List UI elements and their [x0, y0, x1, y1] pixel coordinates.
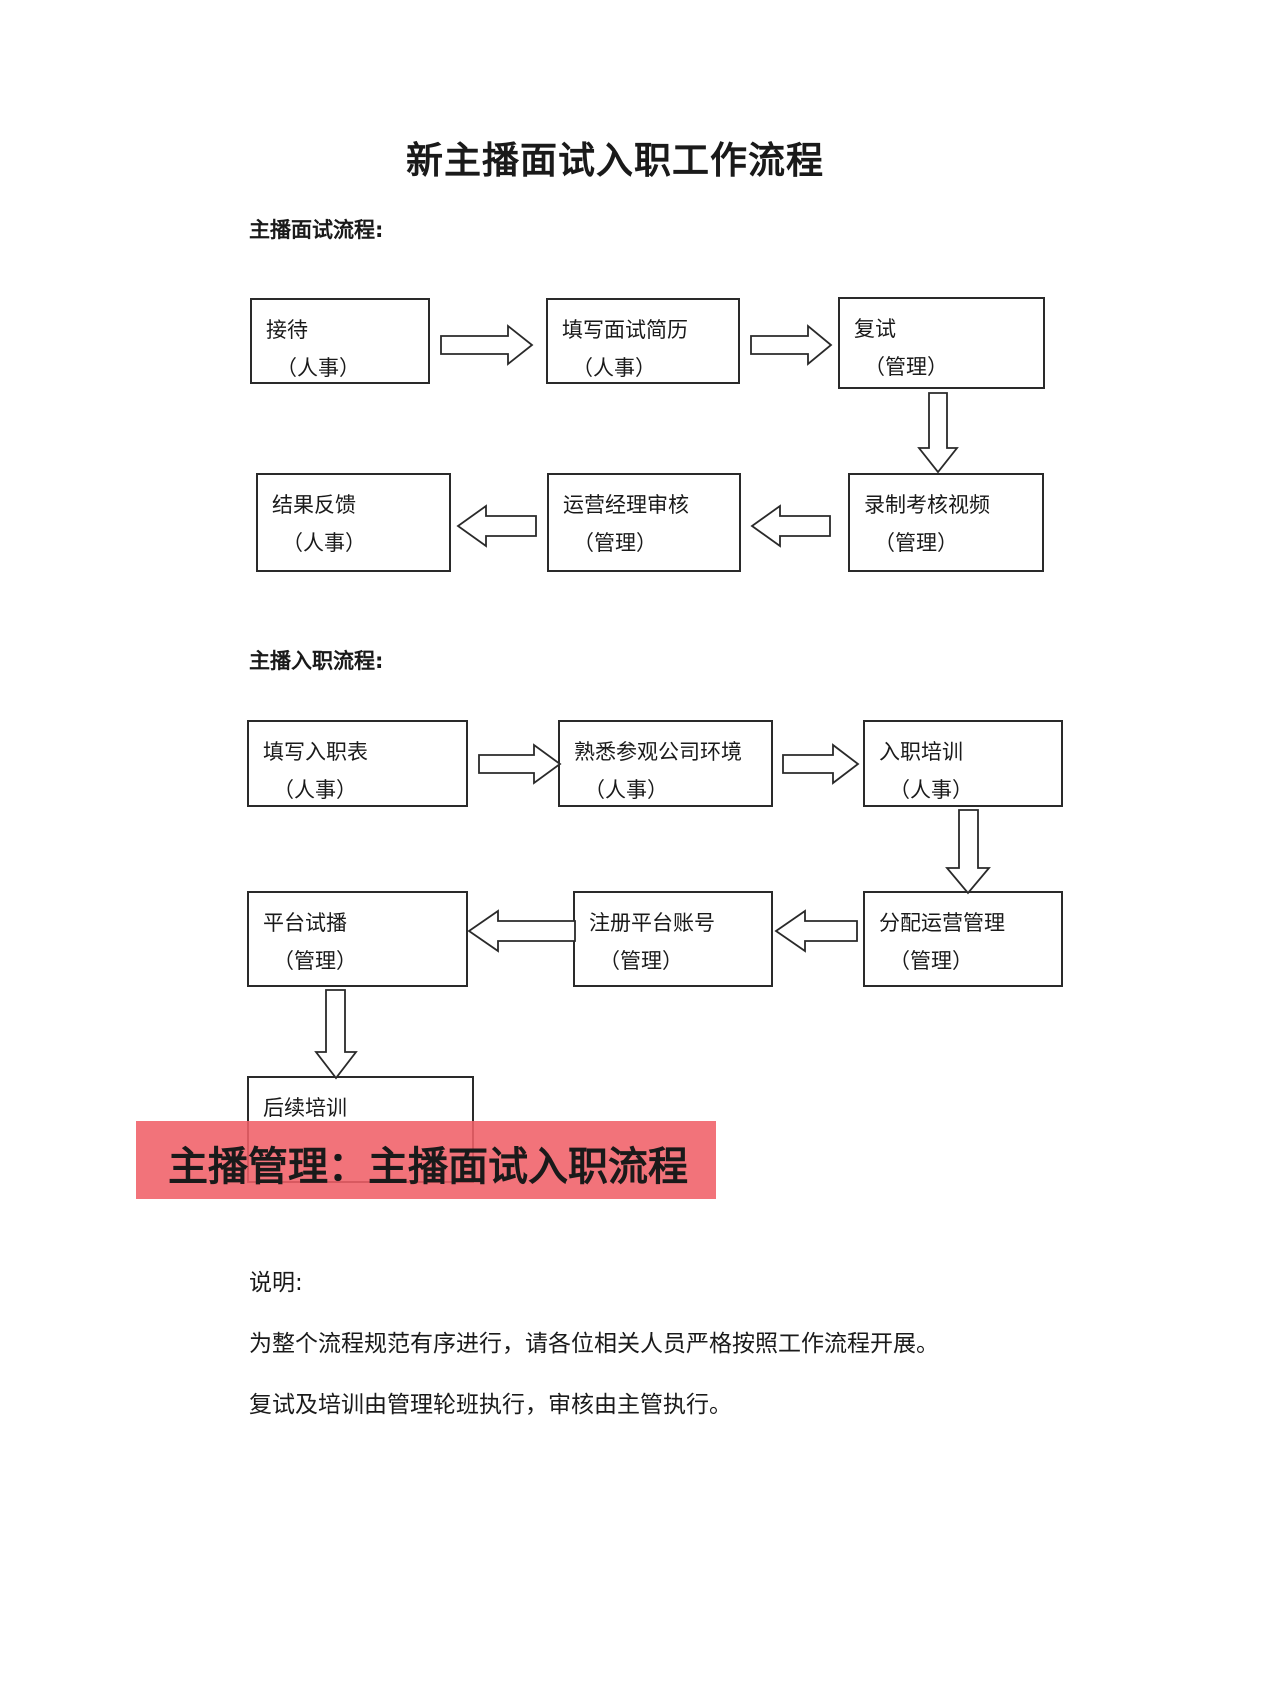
- notes-line: 复试及培训由管理轮班执行，审核由主管执行。: [249, 1392, 732, 1418]
- arrow-down-icon: [314, 989, 358, 1080]
- step-label: 录制考核视频: [864, 493, 990, 517]
- step-role: （人事）: [572, 356, 656, 380]
- onboarding-step-register-account: 注册平台账号 （管理）: [573, 891, 773, 987]
- step-label: 分配运营管理: [879, 911, 1005, 935]
- step-role: （人事）: [273, 778, 357, 802]
- arrow-left-icon: [774, 909, 858, 953]
- step-role: （人事）: [584, 778, 668, 802]
- step-label: 平台试播: [263, 911, 347, 935]
- arrow-left-icon: [456, 504, 537, 548]
- onboarding-step-assign-ops: 分配运营管理 （管理）: [863, 891, 1063, 987]
- notes-label: 说明:: [249, 1270, 303, 1296]
- interview-step-manager-review: 运营经理审核 （管理）: [547, 473, 741, 572]
- onboarding-section-heading: 主播入职流程:: [249, 649, 384, 673]
- step-label: 后续培训: [263, 1096, 347, 1120]
- step-role: （人事）: [282, 531, 366, 555]
- arrow-down-icon: [917, 392, 959, 474]
- interview-step-record-video: 录制考核视频 （管理）: [848, 473, 1044, 572]
- step-label: 填写面试简历: [562, 318, 688, 342]
- step-role: （管理）: [874, 531, 958, 555]
- step-label: 复试: [854, 317, 896, 341]
- arrow-left-icon: [750, 504, 831, 548]
- step-label: 注册平台账号: [589, 911, 715, 935]
- step-label: 结果反馈: [272, 493, 356, 517]
- interview-step-reception: 接待 （人事）: [250, 298, 430, 384]
- step-role: （人事）: [276, 356, 360, 380]
- step-label: 填写入职表: [263, 740, 368, 764]
- arrow-right-icon: [478, 743, 562, 785]
- step-role: （管理）: [573, 531, 657, 555]
- step-role: （管理）: [599, 949, 683, 973]
- interview-step-fill-resume: 填写面试简历 （人事）: [546, 298, 740, 384]
- overlay-banner: [136, 1121, 716, 1199]
- step-label: 熟悉参观公司环境: [574, 740, 742, 764]
- onboarding-step-training: 入职培训 （人事）: [863, 720, 1063, 807]
- page-title: 新主播面试入职工作流程: [406, 139, 824, 182]
- overlay-banner-text: 主播管理：主播面试入职流程: [168, 1144, 688, 1190]
- interview-step-second-interview: 复试 （管理）: [838, 297, 1045, 389]
- arrow-right-icon: [782, 743, 860, 785]
- step-label: 入职培训: [879, 740, 963, 764]
- arrow-right-icon: [440, 324, 534, 366]
- notes-line: 为整个流程规范有序进行，请各位相关人员严格按照工作流程开展。: [249, 1331, 939, 1357]
- interview-section-heading: 主播面试流程:: [249, 218, 384, 242]
- onboarding-step-tour: 熟悉参观公司环境 （人事）: [558, 720, 773, 807]
- step-role: （人事）: [889, 778, 973, 802]
- onboarding-step-trial-stream: 平台试播 （管理）: [247, 891, 468, 987]
- arrow-down-icon: [945, 809, 991, 895]
- step-role: （管理）: [889, 949, 973, 973]
- step-role: （管理）: [864, 355, 948, 379]
- step-label: 接待: [266, 318, 308, 342]
- arrow-right-icon: [750, 324, 833, 366]
- onboarding-step-fill-form: 填写入职表 （人事）: [247, 720, 468, 807]
- interview-step-result-feedback: 结果反馈 （人事）: [256, 473, 451, 572]
- step-role: （管理）: [273, 949, 357, 973]
- step-label: 运营经理审核: [563, 493, 689, 517]
- arrow-left-icon: [467, 909, 576, 953]
